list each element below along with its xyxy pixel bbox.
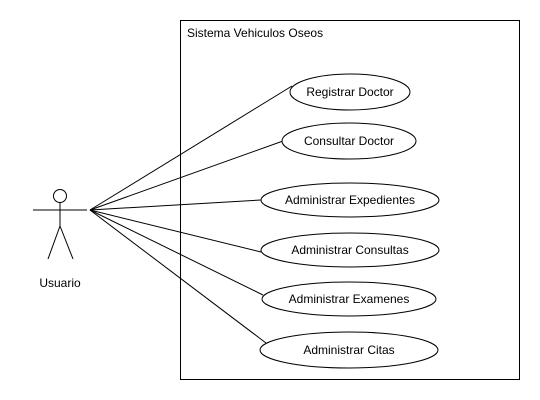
- use-case-label: Administrar Citas: [303, 343, 394, 357]
- use-case-ellipse: [260, 182, 440, 218]
- system-title: Sistema Vehiculos Oseos: [187, 26, 323, 40]
- use-case-label: Registrar Doctor: [306, 85, 393, 99]
- actor-label: Usuario: [39, 276, 81, 290]
- use-case-administrar-citas[interactable]: Administrar Citas: [259, 331, 439, 369]
- use-case-consultar-doctor[interactable]: Consultar Doctor: [281, 122, 417, 160]
- association-administrar-examenes: [89, 209, 264, 296]
- use-case-administrar-consultas[interactable]: Administrar Consultas: [260, 232, 440, 268]
- association-administrar-consultas: [89, 209, 262, 253]
- use-case-label: Consultar Doctor: [304, 134, 394, 148]
- association-administrar-expedientes: [89, 199, 262, 211]
- association-administrar-citas: [89, 209, 267, 344]
- associations: [89, 85, 293, 344]
- use-case-ellipse: [289, 73, 411, 111]
- use-case-administrar-examenes[interactable]: Administrar Examenes: [261, 281, 437, 317]
- actor-usuario[interactable]: Usuario: [33, 189, 87, 291]
- use-case-registrar-doctor[interactable]: Registrar Doctor: [289, 73, 411, 111]
- use-case-label: Administrar Consultas: [291, 243, 408, 257]
- actor-left-leg: [47, 225, 61, 260]
- use-case-ellipse: [259, 331, 439, 369]
- actor-right-leg: [59, 225, 74, 260]
- use-case-ellipse: [260, 232, 440, 268]
- use-case-administrar-expedientes[interactable]: Administrar Expedientes: [260, 182, 440, 218]
- use-case-ellipse: [261, 281, 437, 317]
- use-case-label: Administrar Expedientes: [285, 193, 415, 207]
- use-case-ellipse: [281, 122, 417, 160]
- actor-head: [53, 189, 67, 203]
- association-consultar-doctor: [89, 140, 284, 211]
- use-case-label: Administrar Examenes: [289, 292, 410, 306]
- association-registrar-doctor: [89, 85, 293, 211]
